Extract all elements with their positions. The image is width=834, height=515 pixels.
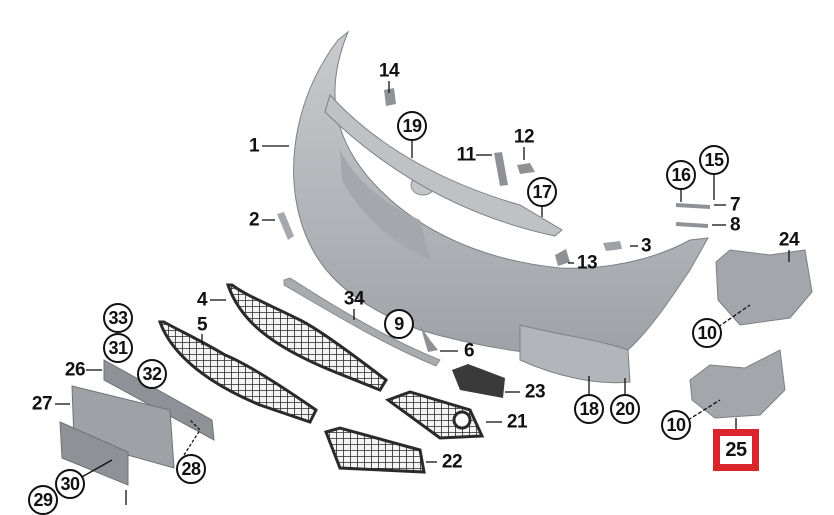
part-callout-22: 22 [441,451,463,473]
part-callout-17: 17 [527,177,557,207]
part-7-strip [676,203,710,209]
part-11-bracket [494,152,508,186]
part-callout-10b: 10 [661,410,691,440]
part-callout-10a: 10 [692,318,722,348]
part-4-grille [225,283,388,392]
part-callout-24: 24 [778,229,800,251]
part-14-clip [384,88,396,106]
part-callout-33: 33 [103,303,133,333]
part-8-strip [676,222,708,228]
part-callout-26: 26 [64,359,86,381]
upper-trim-strip [324,94,563,237]
part-callout-20: 20 [610,394,640,424]
part-22-grille [324,426,426,474]
part-2-trim [277,212,294,240]
part-25-air-duct [689,349,786,419]
part-callout-6: 6 [463,340,475,362]
part-callout-1: 1 [248,135,260,157]
part-callout-27: 27 [31,393,53,415]
part-callout-31: 31 [103,333,133,363]
part-callout-8: 8 [729,214,741,236]
part-12-bracket [517,163,535,174]
part-callout-13: 13 [576,252,598,274]
part-13-cover [555,249,570,266]
part-30-plate-trim [59,421,129,486]
part-callout-30: 30 [55,469,85,499]
part-24-air-duct [715,249,813,326]
part-27-plate-holder [71,385,175,469]
part-callout-28: 28 [176,454,206,484]
part-callout-12: 12 [513,126,535,148]
part-callout-23: 23 [524,381,546,403]
part-callout-19: 19 [397,111,427,141]
part-callout-4: 4 [196,289,208,311]
part-callout-3: 3 [640,235,652,257]
leader-lines [55,81,790,505]
part-callout-14: 14 [378,60,400,82]
part-callout-7: 7 [729,194,741,216]
part-callout-11: 11 [456,144,476,166]
part-callout-25: 25 [713,429,759,471]
part-callout-2: 2 [248,209,260,231]
part-callout-21: 21 [506,411,528,433]
part-3-cover [603,241,622,251]
part-6-bracket [420,325,438,352]
part-callout-15: 15 [699,145,729,175]
part-callout-34: 34 [343,288,365,310]
part-5-grille [157,320,318,424]
part-callout-29: 29 [28,485,58,515]
part-callout-32: 32 [137,359,167,389]
part-23-cover [452,364,505,398]
part-callout-16: 16 [666,160,696,190]
part-callout-9: 9 [384,309,414,339]
part-callout-18: 18 [574,394,604,424]
part-callout-5: 5 [196,314,208,336]
part-26-plate-base [103,359,215,441]
part-34-strip [283,277,441,367]
